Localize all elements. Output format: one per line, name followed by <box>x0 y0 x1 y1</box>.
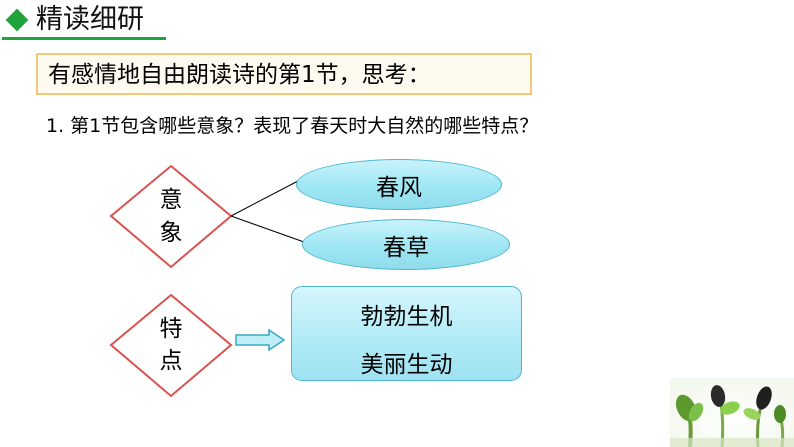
feature-item: 美丽生动 <box>292 350 521 380</box>
prompt-box: 有感情地自由朗读诗的第1节，思考： <box>36 53 532 95</box>
green-diamond-icon <box>6 9 29 32</box>
imagery-label-char-2: 象 <box>156 217 186 250</box>
seedlings-illustration <box>670 378 794 447</box>
imagery-item-label: 春风 <box>376 168 422 202</box>
right-arrow-icon <box>235 329 285 351</box>
features-label-char-1: 特 <box>156 313 186 346</box>
section-title: 精读细研 <box>36 2 144 38</box>
features-result-box: 勃勃生机 美丽生动 <box>291 286 522 381</box>
connector-line-bottom <box>231 216 304 242</box>
features-label-char-2: 点 <box>156 345 186 378</box>
header-underline <box>2 37 166 40</box>
imagery-item-spring-wind: 春风 <box>296 159 502 210</box>
imagery-item-label: 春草 <box>383 228 429 262</box>
imagery-item-spring-grass: 春草 <box>302 219 510 270</box>
imagery-label-char-1: 意 <box>156 184 186 217</box>
connector-line-top <box>231 181 298 216</box>
feature-item: 勃勃生机 <box>292 302 521 332</box>
question-text: 1. 第1节包含哪些意象？表现了春天时大自然的哪些特点？ <box>46 113 538 139</box>
section-header: 精读细研 <box>0 0 794 40</box>
prompt-text: 有感情地自由朗读诗的第1节，思考： <box>48 58 431 92</box>
